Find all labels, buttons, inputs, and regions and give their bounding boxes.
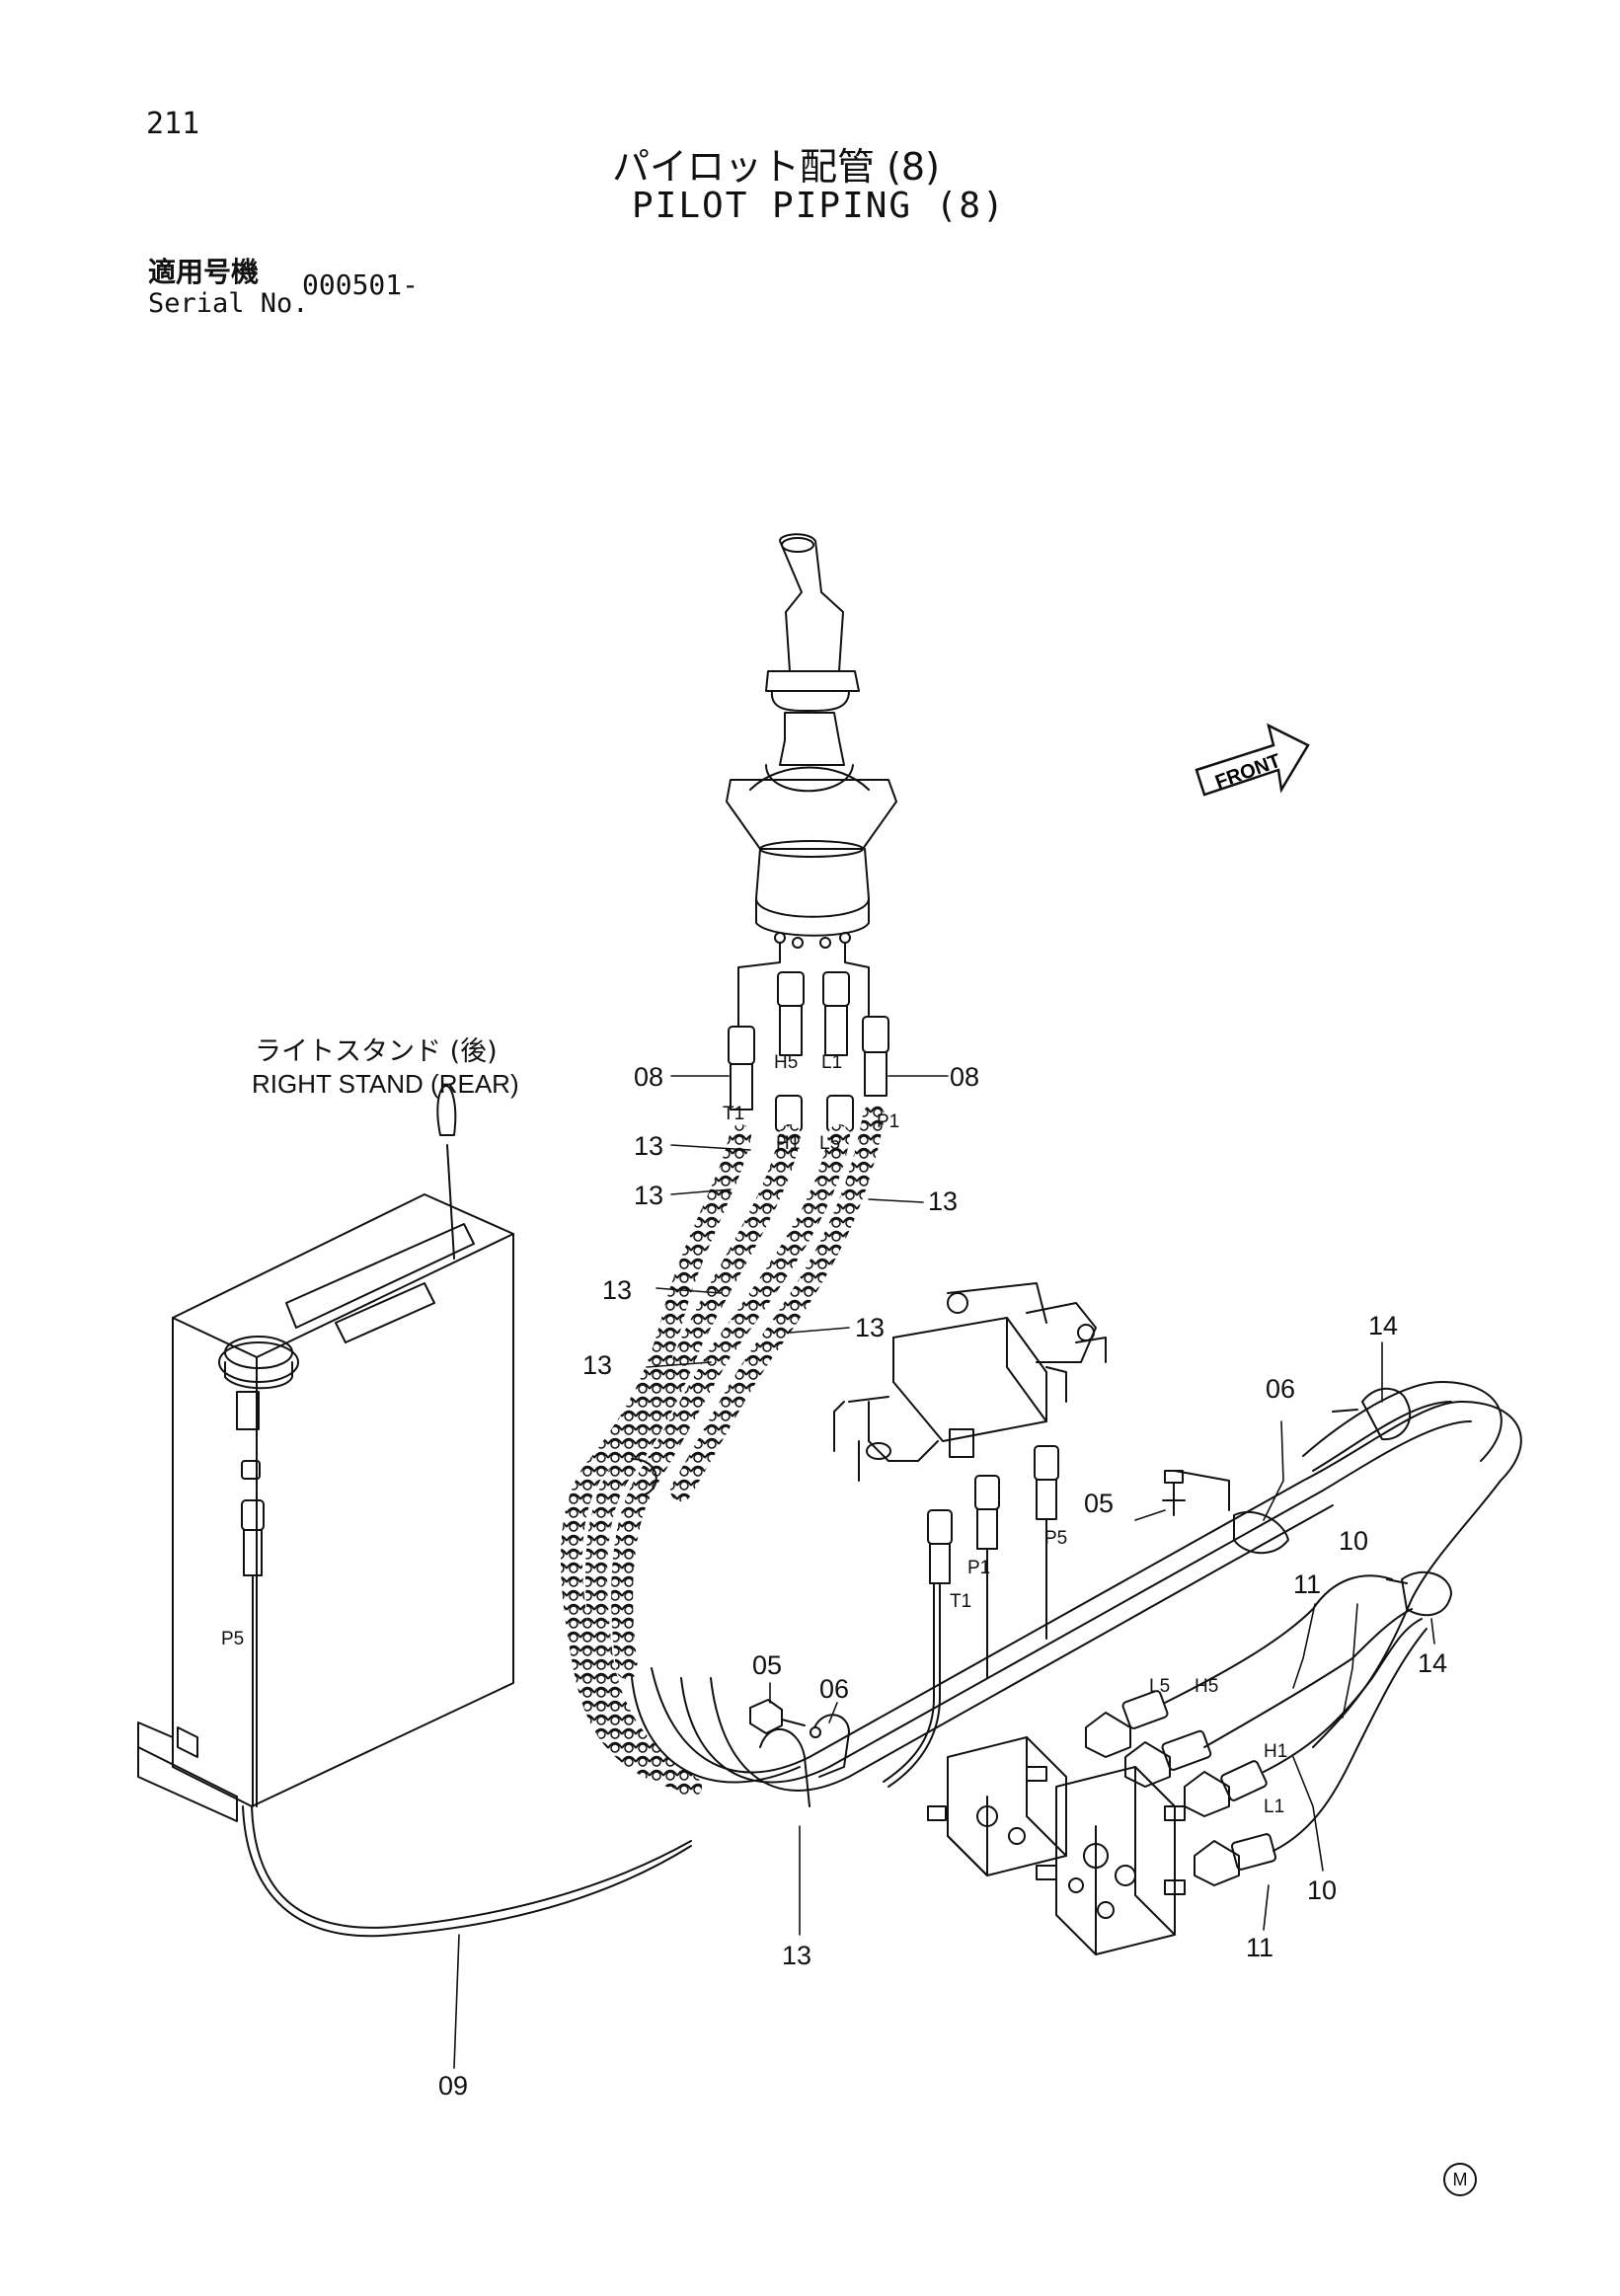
hose-clamp-14-lower [1401, 1570, 1452, 1617]
callout-11: 11 [1246, 1933, 1274, 1962]
port-label-h5: H5 [1195, 1676, 1219, 1697]
solenoid-valve-block [833, 1282, 1107, 1482]
port-label-l1: L1 [821, 1052, 843, 1073]
callout-13: 13 [928, 1186, 959, 1216]
valve-hose-fittings [927, 1445, 1059, 1584]
hose-clamp-06-lower [813, 1714, 850, 1778]
callout-10: 10 [1339, 1526, 1369, 1556]
port-label-p1: P1 [967, 1558, 991, 1578]
callout-05: 05 [1084, 1489, 1115, 1518]
port-label-t1: T1 [723, 1104, 745, 1124]
front-direction-arrow: FRONT [1195, 723, 1310, 797]
title-japanese: パイロット配管 (8) [612, 145, 940, 189]
callout-08: 08 [950, 1062, 980, 1092]
right-stand-console [137, 1085, 514, 1822]
right-stand-label-japanese: ライトスタンド (後) [255, 1036, 498, 1067]
port-label-p1: P1 [877, 1111, 900, 1132]
hose-clamp [631, 1458, 657, 1496]
callout-14: 14 [1368, 1311, 1399, 1340]
clamp-bolt-hole [810, 1726, 821, 1738]
callout-14: 14 [1418, 1648, 1448, 1678]
port-label-h1: H1 [1264, 1741, 1288, 1762]
port-label-p5: P5 [221, 1629, 245, 1649]
hose-09 [242, 1805, 692, 1938]
bolt-05-lower [749, 1699, 806, 1734]
hose-clamp-06-upper [1233, 1510, 1289, 1555]
callout-13: 13 [855, 1313, 886, 1342]
port-label-h1: H1 [776, 1133, 801, 1154]
clamp-bracket [1174, 1470, 1230, 1511]
callout-08: 08 [634, 1062, 664, 1092]
callout-13: 13 [782, 1941, 812, 1970]
callout-06: 06 [819, 1674, 850, 1704]
serial-number-value: 000501- [302, 268, 420, 301]
serial-label-japanese: 適用号機 [148, 256, 260, 288]
page-number: 211 [146, 107, 200, 141]
lower-hose-fittings [1085, 1690, 1277, 1886]
callout-13: 13 [634, 1131, 664, 1161]
callout-13: 13 [582, 1350, 613, 1380]
title-english: PILOT PIPING (8) [632, 186, 1006, 226]
bolt-05-upper [1162, 1470, 1186, 1516]
port-label-l1: L1 [1264, 1797, 1285, 1817]
callout-09: 09 [438, 2071, 469, 2101]
port-label-h5: H5 [774, 1052, 799, 1073]
callout-10: 10 [1307, 1875, 1338, 1905]
front-label: FRONT [1212, 750, 1283, 794]
callout-13: 13 [602, 1275, 633, 1305]
callout-06: 06 [1266, 1374, 1296, 1404]
right-stand-label-english: RIGHT STAND (REAR) [252, 1069, 519, 1099]
hose-clamp [759, 1727, 810, 1807]
upper-hose-fittings [728, 971, 889, 1132]
hose-clamp-14-upper [1361, 1387, 1412, 1441]
port-label-p5: P5 [1044, 1528, 1068, 1549]
footer-mark: M [1443, 2163, 1477, 2196]
port-label-l5: L5 [1149, 1676, 1171, 1697]
port-label-l5: L5 [819, 1133, 841, 1154]
callout-13: 13 [634, 1181, 664, 1210]
serial-label-english: Serial No. [148, 288, 309, 319]
callout-11: 11 [1293, 1569, 1322, 1599]
port-label-t1: T1 [950, 1591, 972, 1612]
callout-05: 05 [752, 1650, 783, 1680]
lower-valve-blocks [927, 1736, 1186, 1955]
parallel-hose-run [631, 1381, 1522, 1792]
protected-hose-bundle [561, 1105, 885, 1798]
leader-lines [453, 1075, 1435, 2069]
pilot-valve-joystick [726, 533, 897, 1028]
